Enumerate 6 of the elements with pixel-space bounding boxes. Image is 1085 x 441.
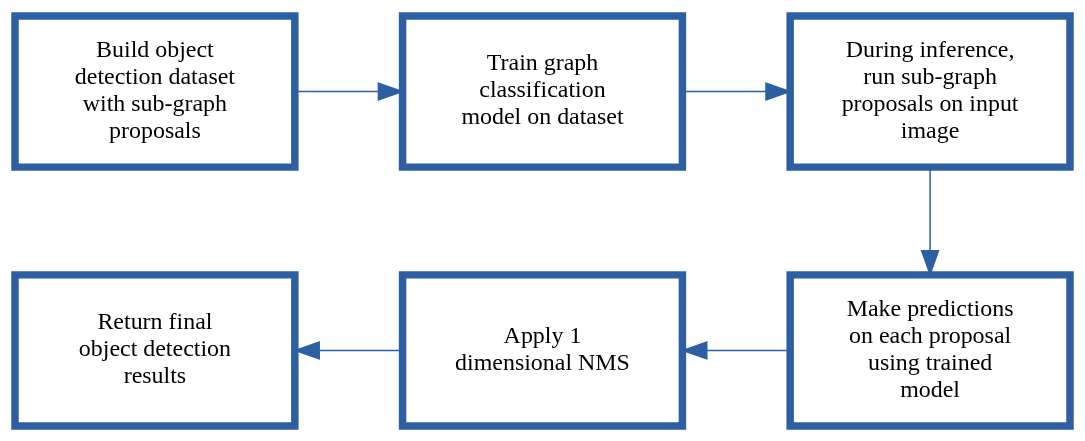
- node-box: During inference, run sub-graph proposals on input image: [786, 11, 1074, 171]
- node-box: Train graph classification model on dataset: [398, 11, 687, 171]
- node-box: Build object detection dataset with sub-graph proposals: [11, 11, 299, 171]
- node-box: Apply 1 dimensional NMS: [398, 270, 687, 430]
- node-box: Make predictions on each proposal using trained model: [786, 270, 1074, 430]
- node-box: Return final object detection results: [11, 270, 299, 430]
